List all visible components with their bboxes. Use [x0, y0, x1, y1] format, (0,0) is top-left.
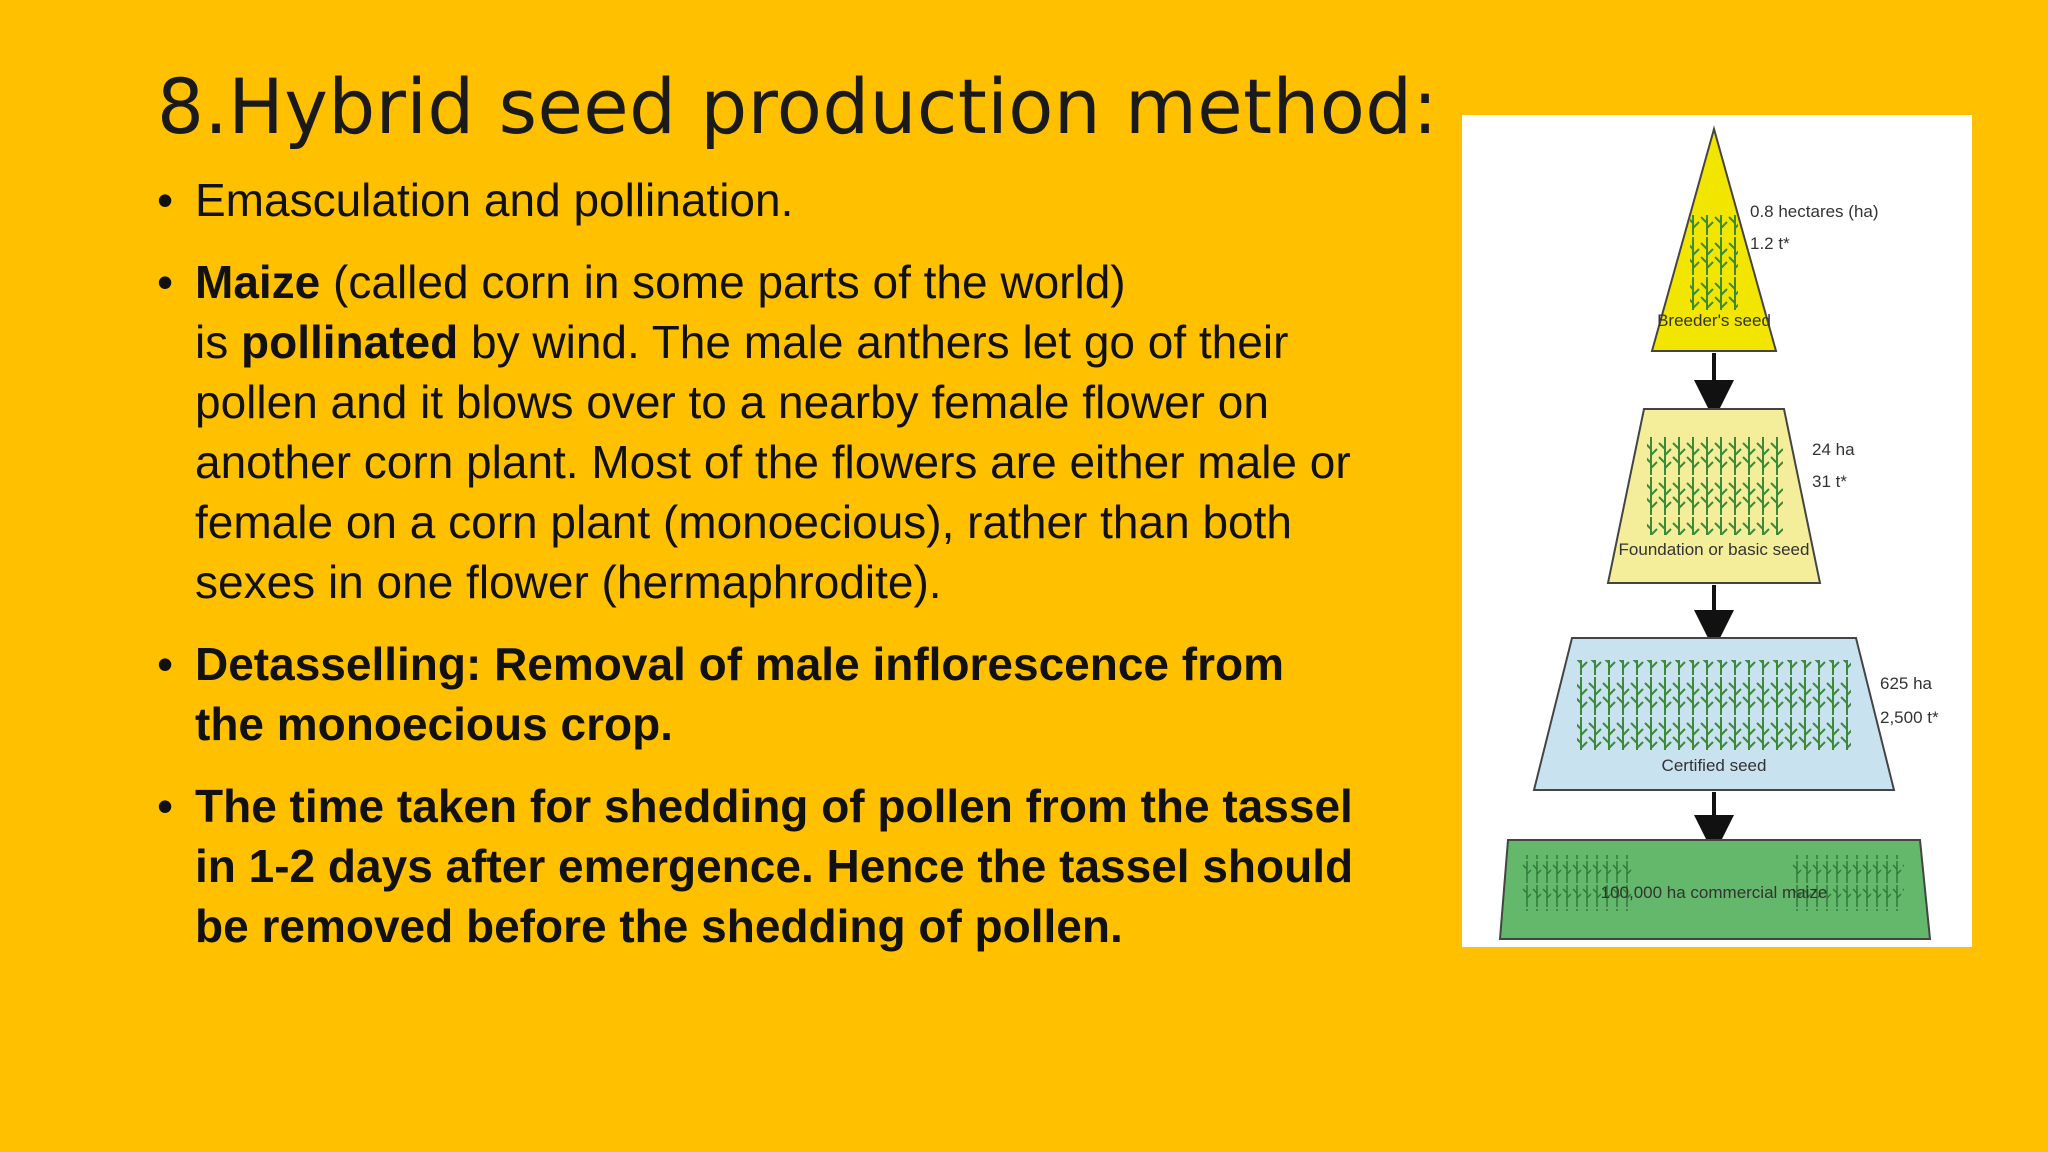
bullet-text: is: [195, 316, 241, 368]
seed-pyramid-diagram: Breeder's seed 0.8 hectares (ha) 1.2 t* …: [1498, 125, 1939, 940]
pollinated-term: pollinated: [241, 316, 459, 368]
plant-icons: [1690, 215, 1738, 310]
tier3-area-label: 625 ha: [1880, 674, 1933, 693]
plant-icons: [1577, 660, 1851, 750]
tier1-yield-label: 1.2 t*: [1750, 234, 1790, 253]
bullet-emasculation: Emasculation and pollination.: [157, 170, 1357, 230]
certified-seed-label: Certified seed: [1662, 756, 1767, 775]
bullet-text: Emasculation and pollination.: [195, 174, 794, 226]
tier3-yield-label: 2,500 t*: [1880, 708, 1939, 727]
bullet-text: Detasselling: Removal of male infloresce…: [195, 638, 1285, 750]
bullet-text: (called corn in some parts of the world): [320, 256, 1126, 308]
plant-icons: [1522, 855, 1632, 911]
plant-icons: [1647, 435, 1783, 535]
bullet-text: The time taken for shedding of pollen fr…: [195, 780, 1354, 952]
seed-pyramid-figure: Breeder's seed 0.8 hectares (ha) 1.2 t* …: [1462, 115, 1972, 947]
tier2-yield-label: 31 t*: [1812, 472, 1847, 491]
plant-icons: [1792, 855, 1904, 911]
bullet-pollen-timing: The time taken for shedding of pollen fr…: [157, 776, 1357, 956]
bullet-text: by wind. The male anthers let go of thei…: [195, 316, 1351, 608]
bullet-list: Emasculation and pollination. Maize (cal…: [157, 170, 1357, 978]
maize-term: Maize: [195, 256, 321, 308]
tier1-area-label: 0.8 hectares (ha): [1750, 202, 1879, 221]
slide-title: 8.Hybrid seed production method:: [157, 62, 1438, 151]
bullet-maize: Maize (called corn in some parts of the …: [157, 252, 1357, 612]
bullet-detasselling: Detasselling: Removal of male infloresce…: [157, 634, 1357, 754]
tier2-area-label: 24 ha: [1812, 440, 1855, 459]
breeders-seed-label: Breeder's seed: [1657, 311, 1771, 330]
commercial-maize-label: 100,000 ha commercial maize: [1601, 883, 1828, 902]
foundation-seed-label: Foundation or basic seed: [1619, 540, 1810, 559]
